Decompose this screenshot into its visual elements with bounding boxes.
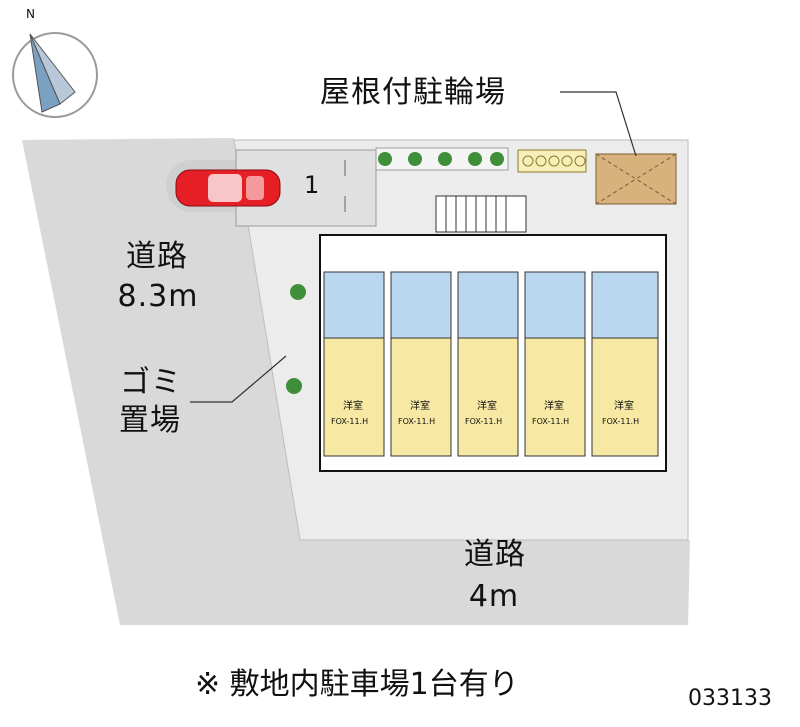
unit-1-room-label: 洋室 (343, 401, 363, 412)
unit-4 (524, 271, 586, 457)
unit-3-size-label: FOX-11.H (465, 417, 503, 426)
unit-1 (323, 271, 385, 457)
north-label: N (26, 7, 35, 21)
bicycle-leader-line (560, 91, 637, 157)
unit-3 (457, 271, 519, 457)
road-bottom-name: 道路 (464, 537, 526, 572)
north-arrow-icon (12, 32, 98, 118)
entrance-stairs (435, 195, 527, 233)
garbage-leader-line (190, 355, 287, 403)
unit-2 (390, 271, 452, 457)
road-left-name: 道路 (126, 239, 188, 274)
road-left-width: 8.3m (117, 279, 199, 314)
parking-note: ※ 敷地内駐車場1台有り (195, 667, 519, 702)
unit-5 (591, 271, 659, 457)
left-shrubs (286, 284, 306, 394)
unit-2-size-label: FOX-11.H (398, 417, 436, 426)
unit-5-size-label: FOX-11.H (602, 417, 640, 426)
parking-space-number: 1 (304, 171, 320, 199)
unit-1-size-label: FOX-11.H (331, 417, 369, 426)
shrub-row (375, 147, 509, 171)
unit-4-room-label: 洋室 (544, 401, 564, 412)
garbage-area-label-line1: ゴミ (120, 365, 182, 400)
unit-3-room-label: 洋室 (477, 401, 497, 412)
bicycle-parking-label: 屋根付駐輪場 (320, 75, 506, 110)
covered-bicycle-parking (595, 153, 677, 205)
property-code: 033133 (688, 686, 772, 711)
apartment-building (319, 234, 667, 472)
garbage-area-label-line2: 置場 (119, 403, 181, 438)
road-left (22, 138, 690, 625)
unit-2-room-label: 洋室 (410, 401, 430, 412)
road-bottom-width: 4m (468, 579, 520, 614)
unit-4-size-label: FOX-11.H (532, 417, 570, 426)
unit-5-room-label: 洋室 (614, 401, 634, 412)
red-car-icon (175, 169, 281, 207)
bicycle-rack (517, 149, 587, 173)
